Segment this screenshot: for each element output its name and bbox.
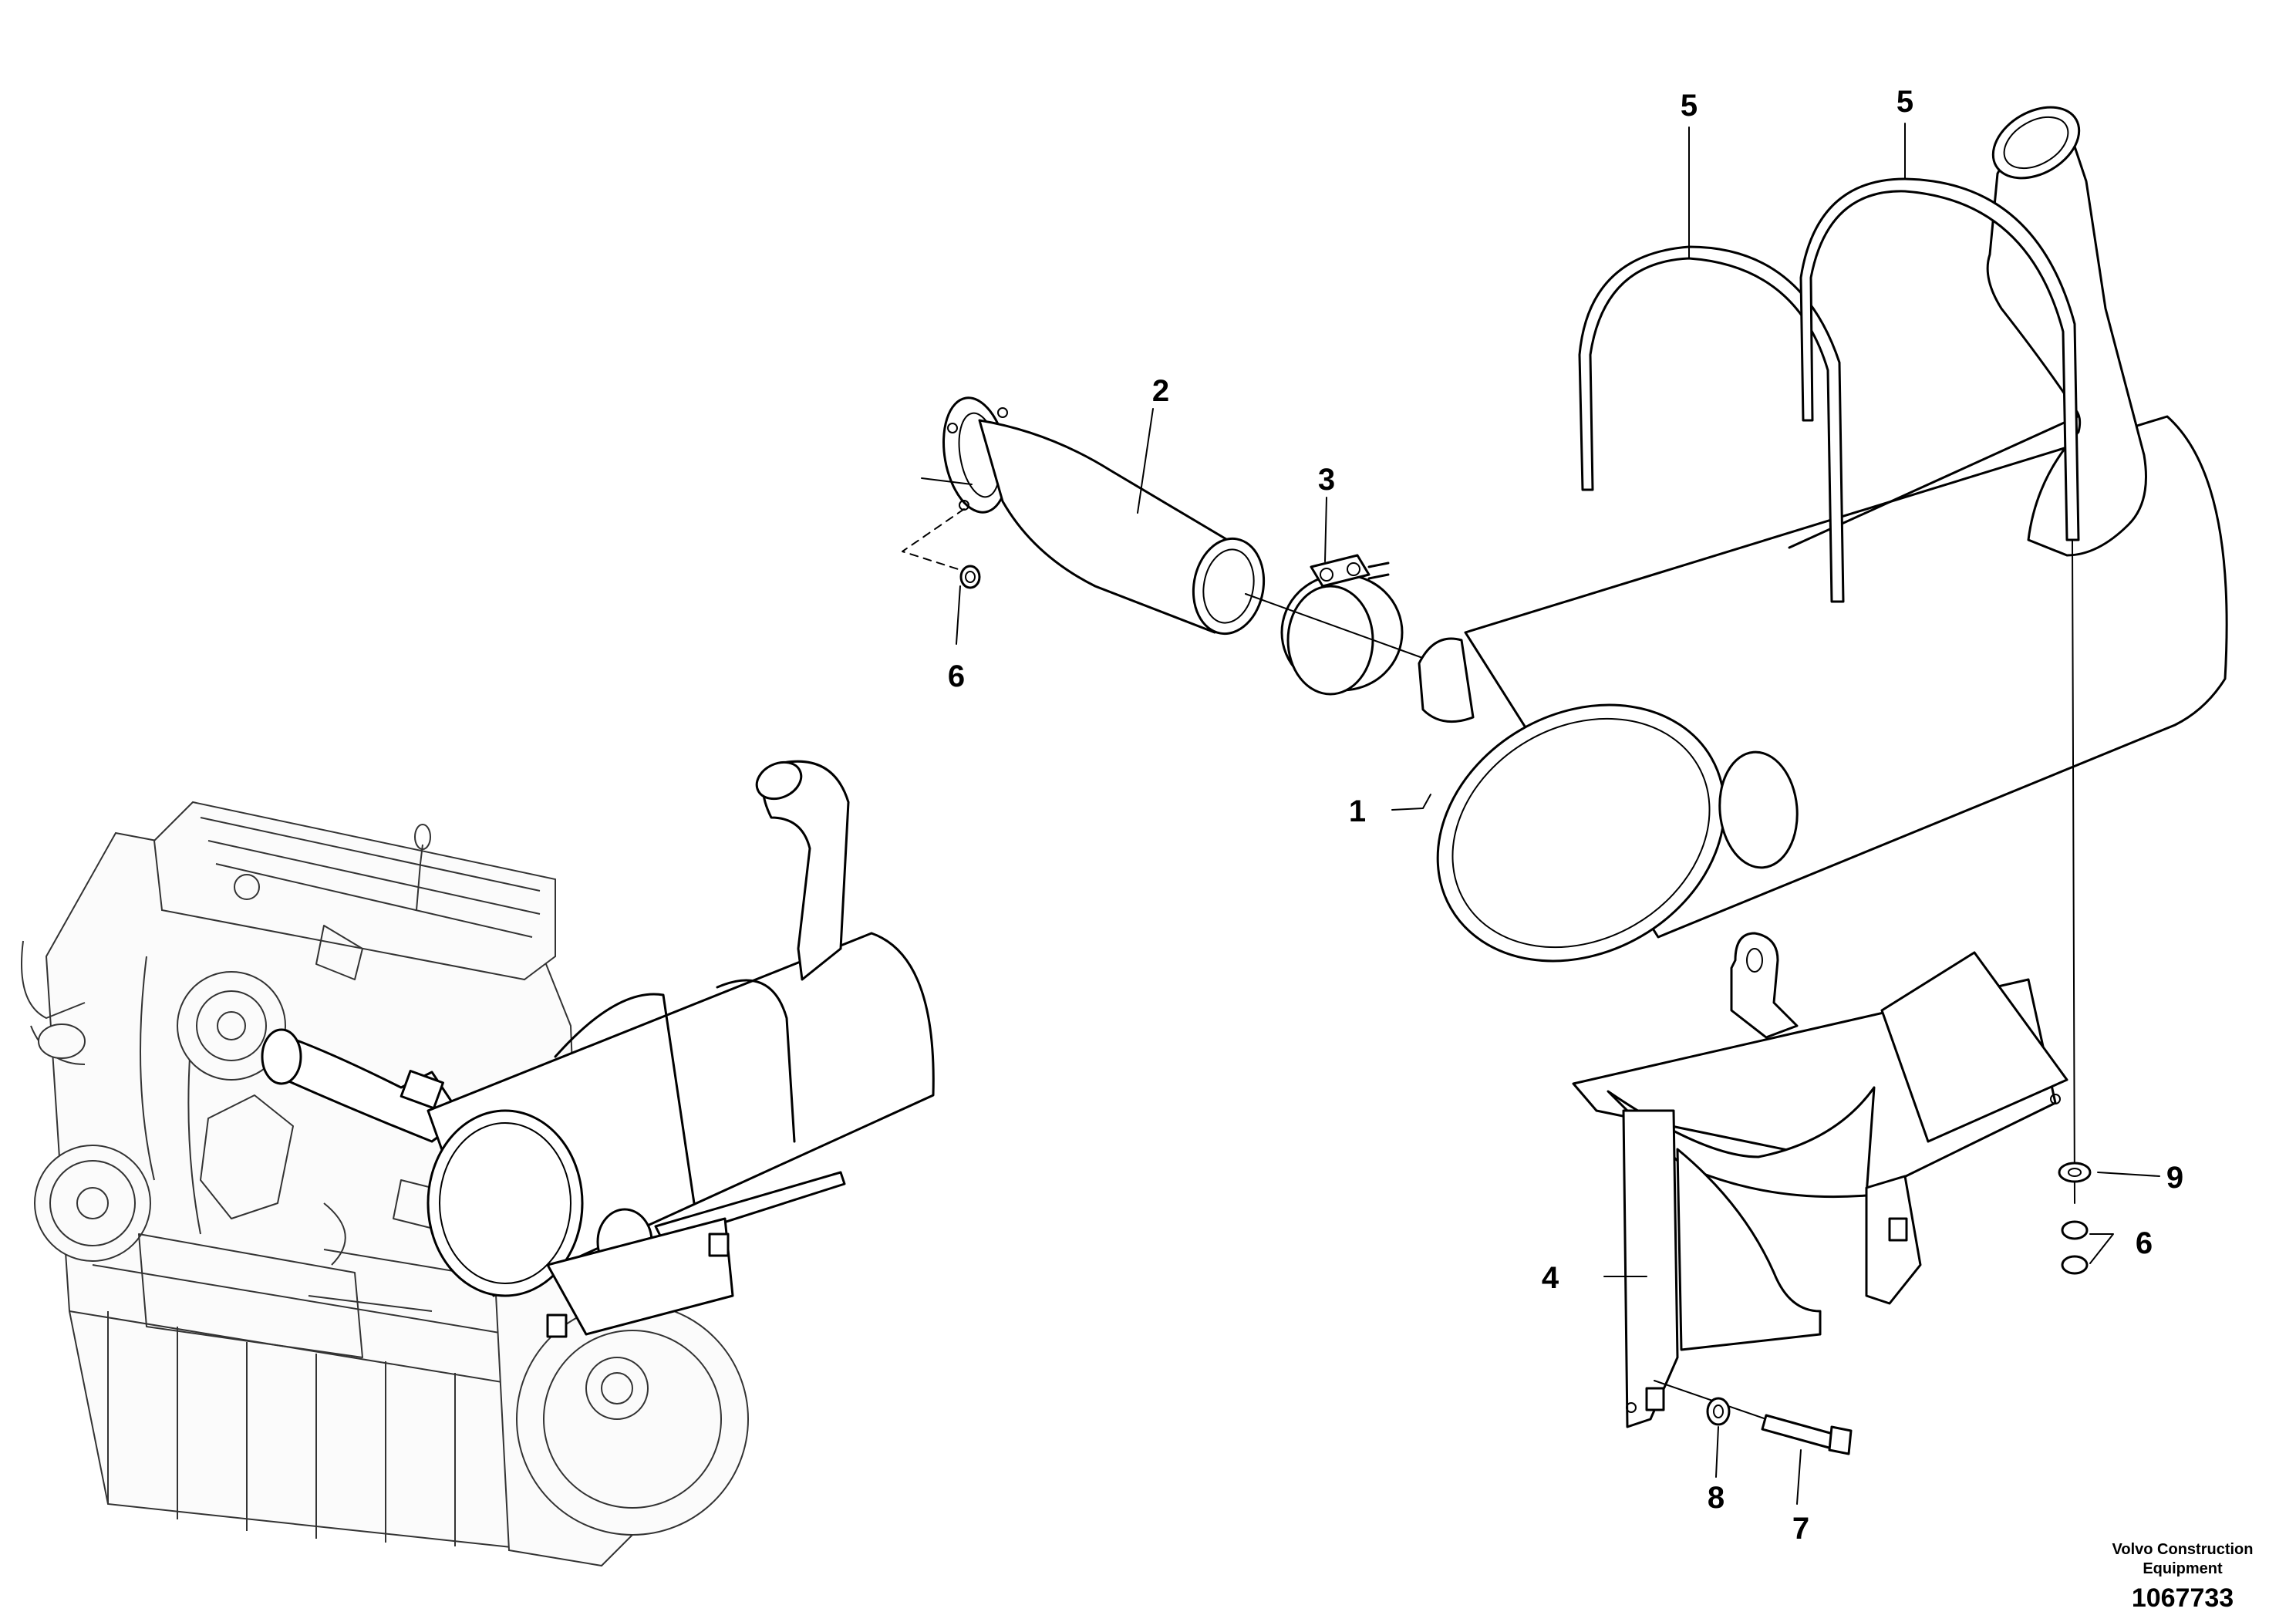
exhaust-pipe-part — [942, 396, 1266, 636]
muffler-strap-part-left — [1578, 245, 1845, 603]
pipe-clamp-part — [1280, 554, 1404, 696]
callout-3: 3 — [1318, 463, 1335, 497]
callout-5-right: 5 — [1896, 85, 1913, 119]
muffler-part — [1418, 106, 2228, 963]
callout-labels: 1 2 3 4 5 5 6 6 7 8 9 — [948, 85, 2183, 1546]
strap-washer-part — [2058, 1162, 2092, 1183]
mounting-bolt-part — [1654, 1380, 1853, 1455]
callout-9: 9 — [2166, 1161, 2183, 1195]
strap-nut-parts — [2061, 1220, 2089, 1275]
callout-2: 2 — [1152, 374, 1169, 408]
callout-1: 1 — [1349, 794, 1366, 828]
flange-stud-line — [921, 477, 973, 485]
flange-nut-part — [959, 565, 981, 589]
muffler-support-bracket-part — [1572, 932, 2068, 1428]
muffler-strap-part-right — [1799, 177, 2080, 541]
footer: Volvo Construction Equipment 1067733 — [2112, 1541, 2254, 1613]
strap-stud-line — [2072, 539, 2075, 1204]
publisher-line-1: Volvo Construction — [2112, 1541, 2254, 1558]
washer-part — [1706, 1397, 1731, 1426]
document-number: 1067733 — [2132, 1583, 2234, 1613]
callout-7: 7 — [1792, 1512, 1809, 1546]
callout-4: 4 — [1542, 1261, 1559, 1295]
nut-guide-line — [902, 508, 969, 573]
callout-6-upper: 6 — [948, 659, 965, 693]
callout-6-lower: 6 — [2136, 1226, 2153, 1260]
callout-5-left: 5 — [1681, 89, 1698, 123]
engine-assembly-illustration — [21, 801, 749, 1567]
publisher-line-2: Equipment — [2143, 1560, 2223, 1577]
assembly-axis-line — [1245, 593, 1428, 660]
leader-lines — [956, 123, 2160, 1505]
callout-8: 8 — [1708, 1481, 1725, 1515]
installed-exhaust-assembly — [261, 760, 935, 1338]
